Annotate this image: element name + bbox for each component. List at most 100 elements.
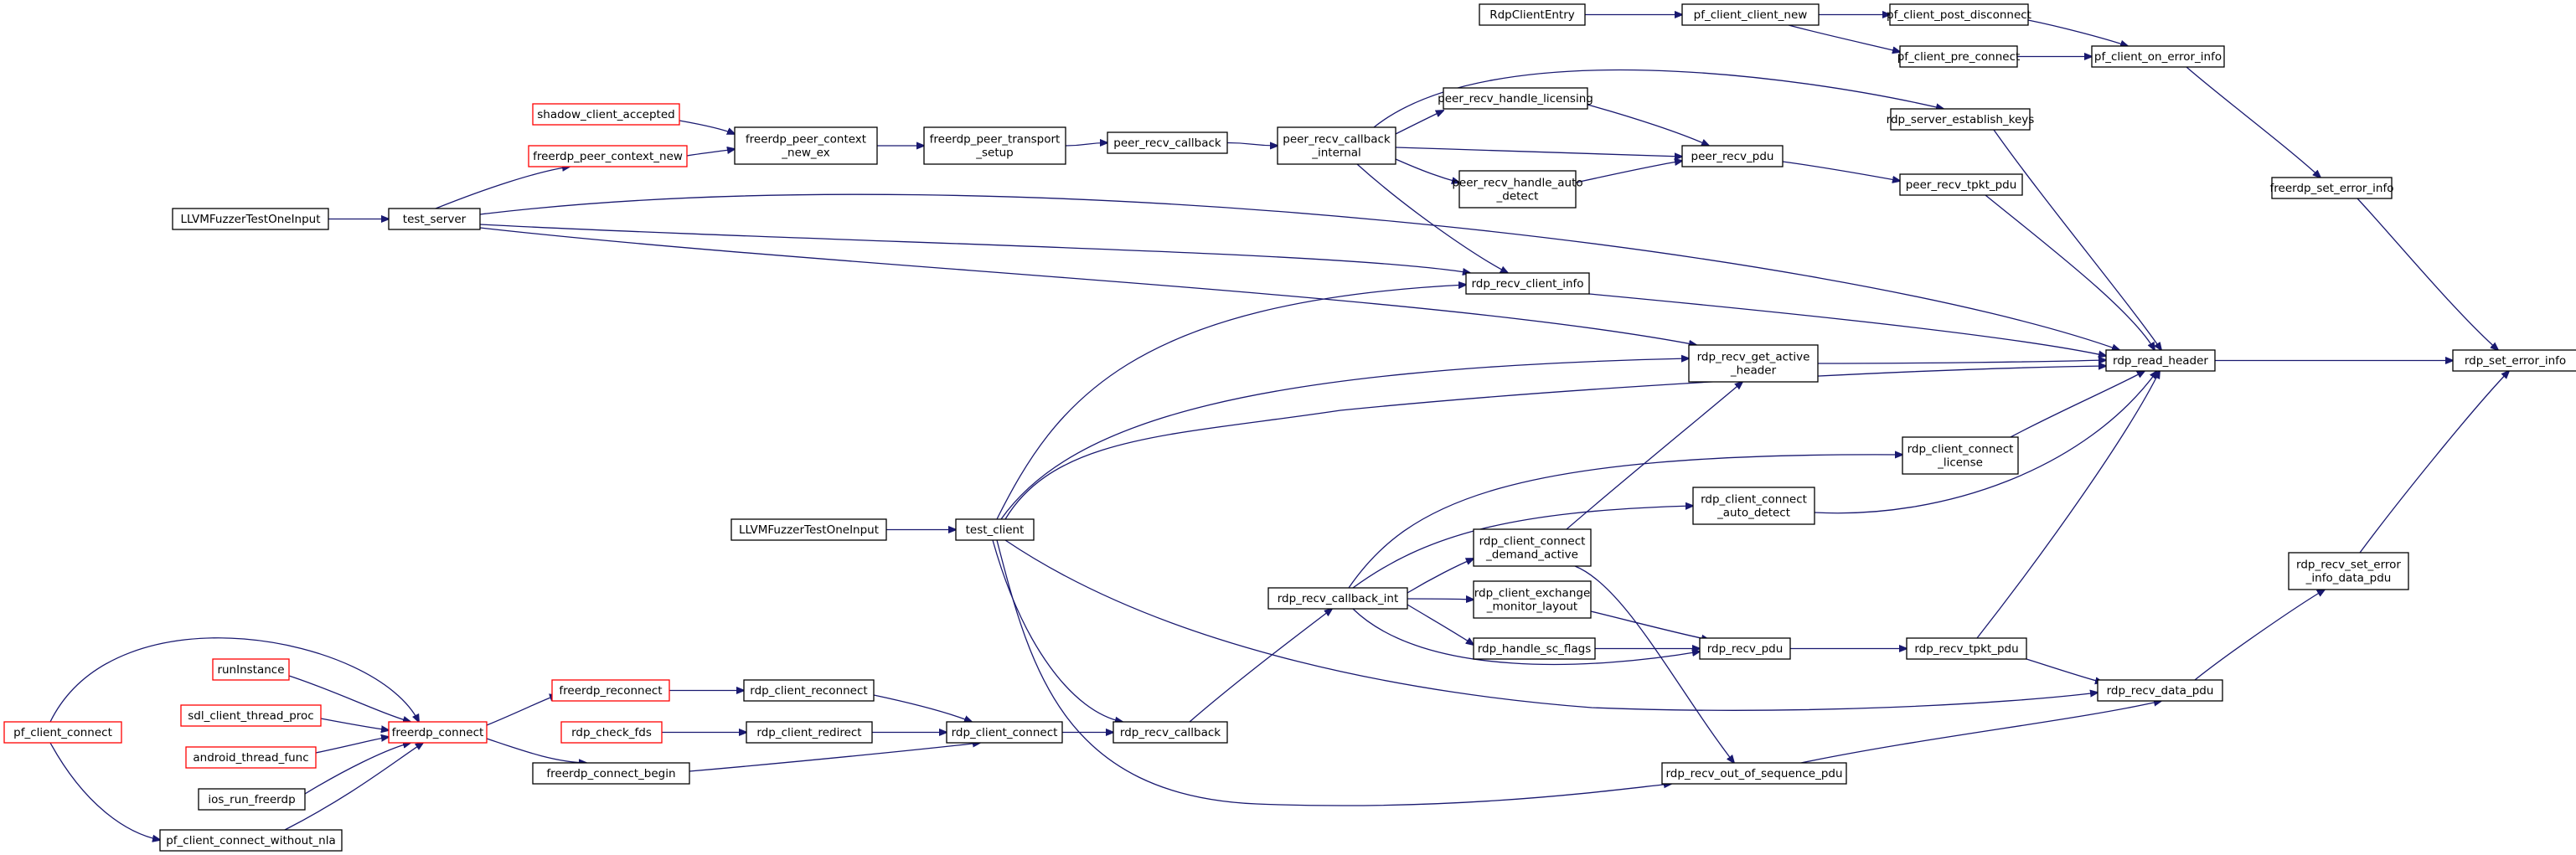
- node-label: _setup: [975, 147, 1014, 160]
- node-box: [1112, 721, 1228, 744]
- node-peer_recv_callback[interactable]: peer_recv_callback: [1107, 131, 1228, 154]
- node-label: test_client: [966, 523, 1025, 537]
- node-freerdp_connect_begin[interactable]: freerdp_connect_begin: [532, 762, 690, 785]
- node-box: [3, 721, 122, 744]
- node-peer_recv_tpkt_pdu[interactable]: peer_recv_tpkt_pdu: [1899, 173, 2023, 196]
- node-rdp_read_header[interactable]: rdp_read_header: [2105, 349, 2216, 372]
- node-label: test_server: [403, 213, 467, 226]
- node-box: [1473, 637, 1596, 660]
- node-label: freerdp_set_error_info: [2270, 182, 2394, 195]
- node-runInstance[interactable]: runInstance: [212, 658, 290, 681]
- edge-rdp_client_exchange_monitor_layout-to-rdp_recv_pdu: [1590, 610, 1709, 640]
- edge-freerdp_peer_transport_setup-to-peer_recv_callback: [1065, 143, 1107, 147]
- edge-rdp_recv_data_pdu-to-rdp_recv_set_error_info_data_pdu: [2194, 590, 2325, 681]
- node-box: [1277, 126, 1396, 165]
- node-box: [198, 788, 306, 811]
- node-rdp_recv_pdu[interactable]: rdp_recv_pdu: [1699, 637, 1791, 660]
- node-rdp_client_connect[interactable]: rdp_client_connect: [946, 721, 1063, 744]
- node-box: [923, 126, 1066, 165]
- node-rdp_recv_get_active_header[interactable]: rdp_recv_get_active_header: [1688, 344, 1819, 383]
- edge-rdp_client_connect_auto_detect-to-rdp_read_header: [1814, 371, 2157, 514]
- node-test_client[interactable]: test_client: [955, 518, 1035, 541]
- node-label: rdp_client_connect: [952, 726, 1058, 739]
- node-peer_recv_callback_internal[interactable]: peer_recv_callback_internal: [1277, 126, 1396, 165]
- node-rdp_check_fds[interactable]: rdp_check_fds: [560, 721, 663, 744]
- node-ios_run_freerdp[interactable]: ios_run_freerdp: [198, 788, 306, 811]
- node-label: rdp_check_fds: [571, 726, 652, 739]
- node-peer_recv_pdu[interactable]: peer_recv_pdu: [1681, 145, 1784, 167]
- node-freerdp_peer_transport_setup[interactable]: freerdp_peer_transport_setup: [923, 126, 1066, 165]
- node-label: rdp_recv_out_of_sequence_pdu: [1665, 767, 1842, 780]
- node-android_thread_func[interactable]: android_thread_func: [185, 746, 317, 769]
- node-RdpClientEntry[interactable]: RdpClientEntry: [1479, 3, 1586, 26]
- node-rdp_recv_data_pdu[interactable]: rdp_recv_data_pdu: [2097, 679, 2223, 702]
- edge-shadow_client_accepted-to-freerdp_peer_context_new_ex: [679, 120, 735, 134]
- node-test_server[interactable]: test_server: [388, 208, 481, 230]
- node-label: rdp_client_connect: [1479, 535, 1586, 549]
- node-box: [1465, 272, 1590, 295]
- node-rdp_client_connect_license[interactable]: rdp_client_connect_license: [1902, 436, 2019, 475]
- node-pf_client_on_error_info[interactable]: pf_client_on_error_info: [2091, 45, 2225, 68]
- node-box: [560, 721, 663, 744]
- node-label: peer_recv_tpkt_pdu: [1906, 178, 2017, 192]
- edge-sdl_client_thread_proc-to-freerdp_connect: [320, 718, 389, 730]
- node-rdp_recv_set_error_info_data_pdu[interactable]: rdp_recv_set_error_info_data_pdu: [2288, 552, 2409, 590]
- node-pf_client_connect[interactable]: pf_client_connect: [3, 721, 122, 744]
- node-box: [172, 208, 329, 230]
- node-rdp_handle_sc_flags[interactable]: rdp_handle_sc_flags: [1473, 637, 1596, 660]
- node-pf_client_client_new[interactable]: pf_client_client_new: [1681, 3, 1820, 26]
- node-rdp_server_establish_keys[interactable]: rdp_server_establish_keys: [1887, 108, 2035, 131]
- node-label: shadow_client_accepted: [537, 108, 674, 121]
- edge-rdp_recv_callback_int-to-rdp_client_connect_demand_active: [1407, 559, 1474, 594]
- edge-rdp_recv_callback_int-to-rdp_client_connect_license: [1348, 455, 1902, 589]
- node-freerdp_peer_context_new_ex[interactable]: freerdp_peer_context_new_ex: [734, 126, 878, 165]
- node-label: _header: [1730, 364, 1777, 378]
- edge-rdp_recv_get_active_header-to-rdp_read_header: [1817, 360, 2106, 363]
- edge-pf_client_connect-to-pf_client_connect_without_nla: [49, 742, 160, 840]
- node-rdp_client_exchange_monitor_layout[interactable]: rdp_client_exchange_monitor_layout: [1473, 580, 1592, 619]
- node-freerdp_reconnect[interactable]: freerdp_reconnect: [551, 679, 670, 702]
- edge-peer_recv_callback_internal-to-peer_recv_pdu: [1395, 147, 1682, 157]
- node-rdp_recv_client_info[interactable]: rdp_recv_client_info: [1465, 272, 1590, 295]
- node-rdp_client_reconnect[interactable]: rdp_client_reconnect: [743, 679, 875, 702]
- node-box: [1902, 436, 2019, 475]
- node-pf_client_pre_connect[interactable]: pf_client_pre_connect: [1897, 45, 2021, 68]
- edge-peer_recv_callback_internal-to-rdp_recv_client_info: [1356, 163, 1508, 273]
- node-shadow_client_accepted[interactable]: shadow_client_accepted: [532, 103, 680, 126]
- edge-peer_recv_callback_internal-to-peer_recv_handle_licensing: [1395, 111, 1443, 135]
- node-label: rdp_recv_callback: [1120, 726, 1221, 739]
- node-rdp_recv_callback_int[interactable]: rdp_recv_callback_int: [1267, 587, 1408, 610]
- node-label: _internal: [1311, 147, 1361, 160]
- node-label: peer_recv_handle_licensing: [1438, 92, 1593, 106]
- node-box: [743, 679, 875, 702]
- edge-rdp_recv_callback_int-to-rdp_client_exchange_monitor_layout: [1407, 599, 1474, 600]
- node-rdp_set_error_info[interactable]: rdp_set_error_info: [2452, 349, 2576, 372]
- node-rdp_client_connect_demand_active[interactable]: rdp_client_connect_demand_active: [1473, 528, 1592, 567]
- node-peer_recv_handle_auto_detect[interactable]: peer_recv_handle_auto_detect: [1452, 170, 1583, 209]
- edge-rdp_client_reconnect-to-rdp_client_connect: [873, 694, 972, 722]
- node-label: rdp_client_reconnect: [750, 684, 867, 698]
- node-label: pf_client_post_disconnect: [1887, 8, 2031, 22]
- edge-test_server-to-freerdp_peer_context_new: [435, 167, 570, 209]
- node-sdl_client_thread_proc[interactable]: sdl_client_thread_proc: [180, 704, 322, 727]
- edge-rdp_recv_callback-to-rdp_recv_callback_int: [1189, 609, 1332, 723]
- edge-pf_client_client_new-to-pf_client_pre_connect: [1788, 24, 1900, 52]
- node-rdp_recv_tpkt_pdu[interactable]: rdp_recv_tpkt_pdu: [1906, 637, 2027, 660]
- node-rdp_client_redirect[interactable]: rdp_client_redirect: [746, 721, 873, 744]
- node-LLVMFuzzerTestOneInput_client[interactable]: LLVMFuzzerTestOneInput: [730, 518, 887, 541]
- node-freerdp_connect[interactable]: freerdp_connect: [388, 721, 488, 744]
- node-rdp_recv_callback[interactable]: rdp_recv_callback: [1112, 721, 1228, 744]
- node-pf_client_connect_without_nla[interactable]: pf_client_connect_without_nla: [159, 829, 343, 852]
- node-rdp_recv_out_of_sequence_pdu[interactable]: rdp_recv_out_of_sequence_pdu: [1661, 762, 1847, 785]
- node-pf_client_post_disconnect[interactable]: pf_client_post_disconnect: [1887, 3, 2031, 26]
- node-label: peer_recv_pdu: [1691, 150, 1774, 163]
- node-rdp_client_connect_auto_detect[interactable]: rdp_client_connect_auto_detect: [1692, 487, 1815, 525]
- node-freerdp_peer_context_new[interactable]: freerdp_peer_context_new: [528, 145, 688, 167]
- node-box: [2091, 45, 2225, 68]
- node-peer_recv_handle_licensing[interactable]: peer_recv_handle_licensing: [1438, 87, 1593, 110]
- node-freerdp_set_error_info[interactable]: freerdp_set_error_info: [2270, 177, 2394, 199]
- node-LLVMFuzzerTestOneInput_server[interactable]: LLVMFuzzerTestOneInput: [172, 208, 329, 230]
- edge-peer_recv_callback-to-peer_recv_callback_internal: [1226, 143, 1278, 147]
- edge-test_client-to-rdp_recv_get_active_header: [1000, 358, 1689, 520]
- node-box: [2097, 679, 2223, 702]
